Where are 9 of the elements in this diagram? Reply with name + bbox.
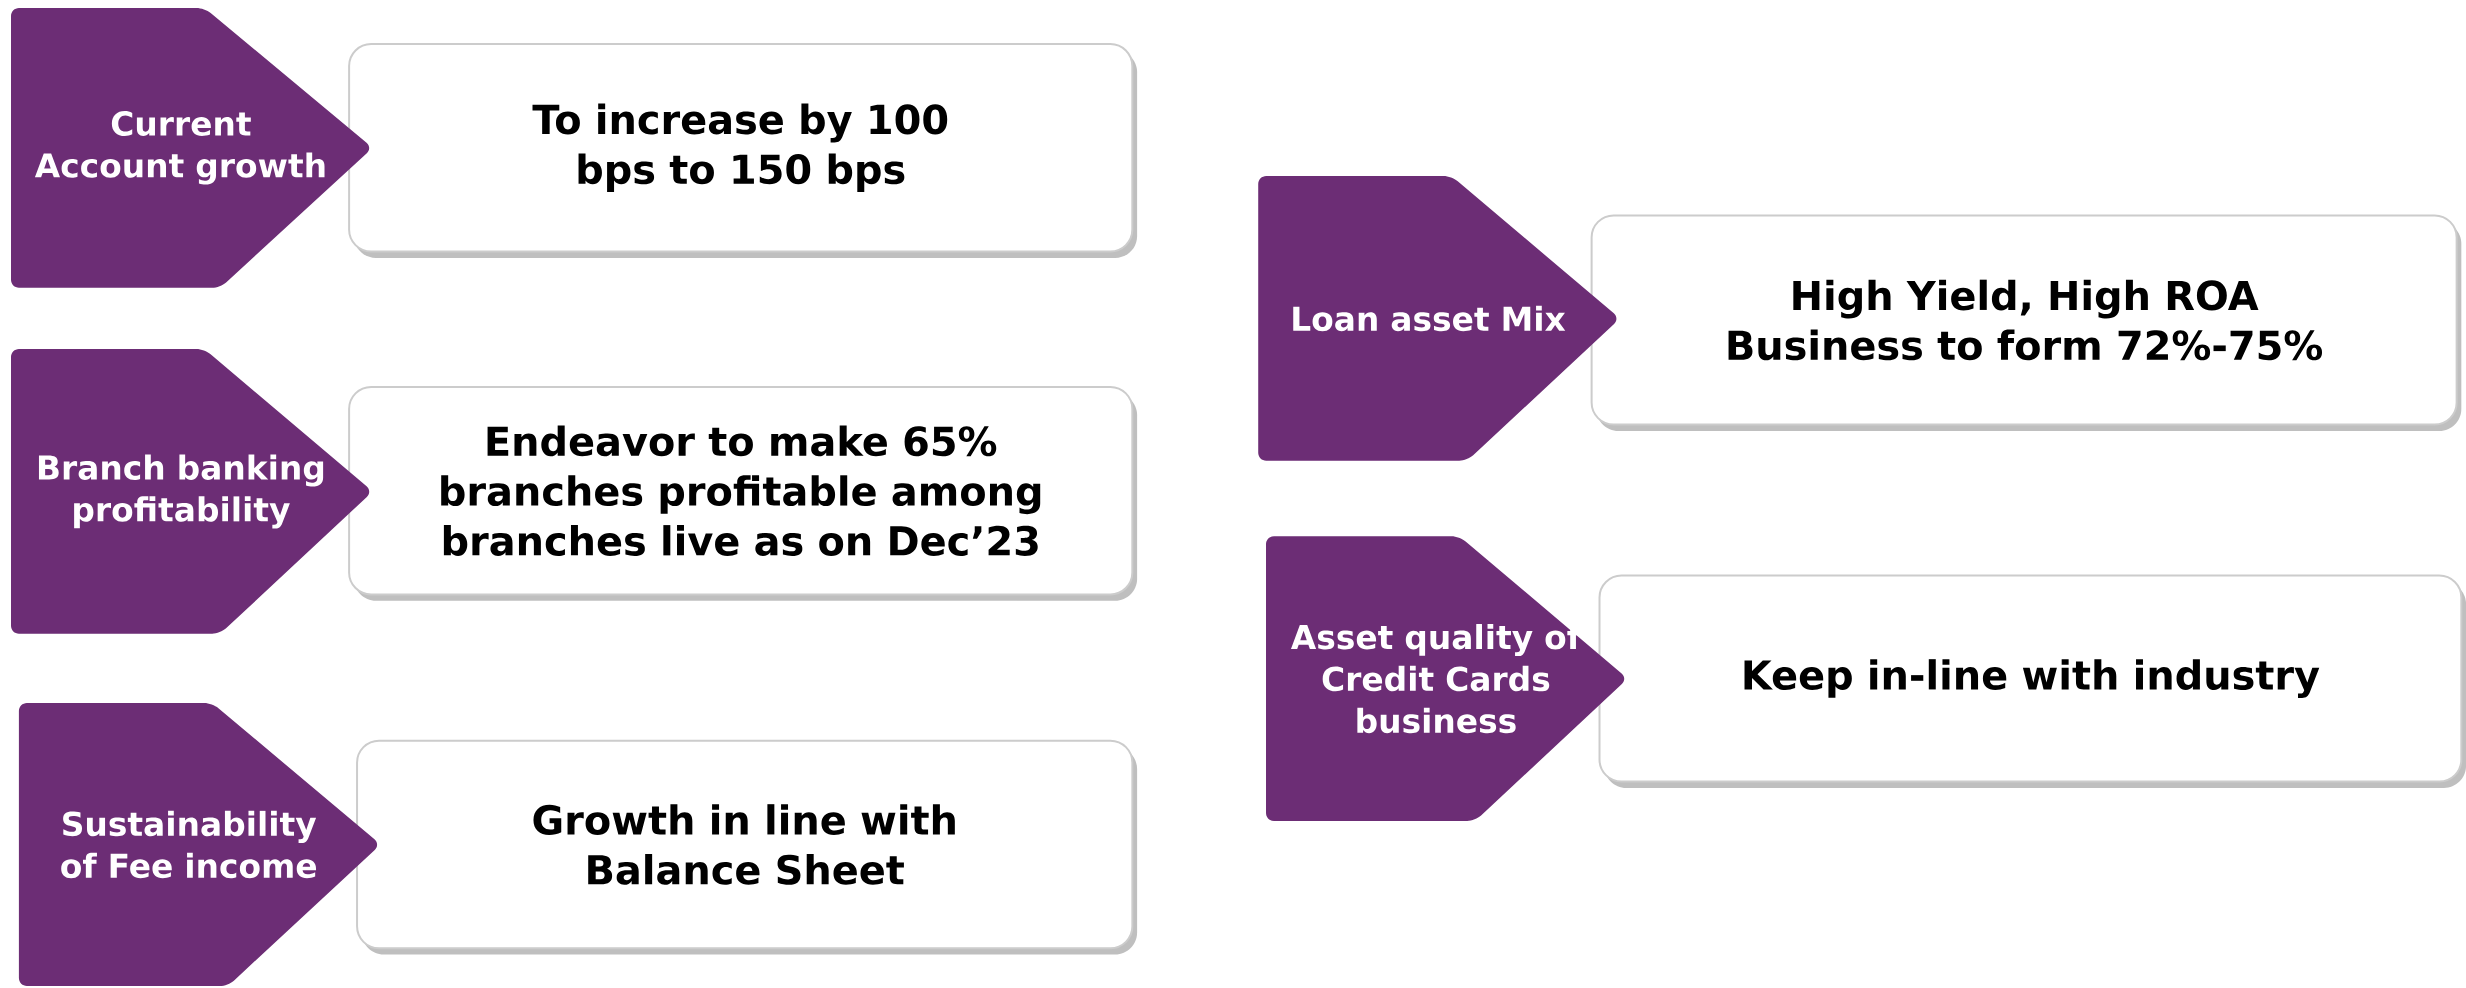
- category-tag: Current Account growth: [11, 7, 370, 288]
- text-box: High Yield, High ROA Business to form 72%-75%: [1590, 214, 2462, 431]
- category-tag: Loan asset Mix: [1258, 176, 1617, 461]
- category-tag: Branch banking profitability: [11, 349, 370, 634]
- text-box: Endeavor to make 65% branches profitable among branches live as on Dec’23: [348, 385, 1138, 601]
- text-box: Growth in line with Balance Sheet: [356, 739, 1138, 955]
- text-box: To increase by 100 bps to 150 bps: [348, 43, 1138, 258]
- category-tag: Sustainability of Fee income: [18, 703, 378, 987]
- text-box: Keep in-line with industry: [1598, 574, 2466, 788]
